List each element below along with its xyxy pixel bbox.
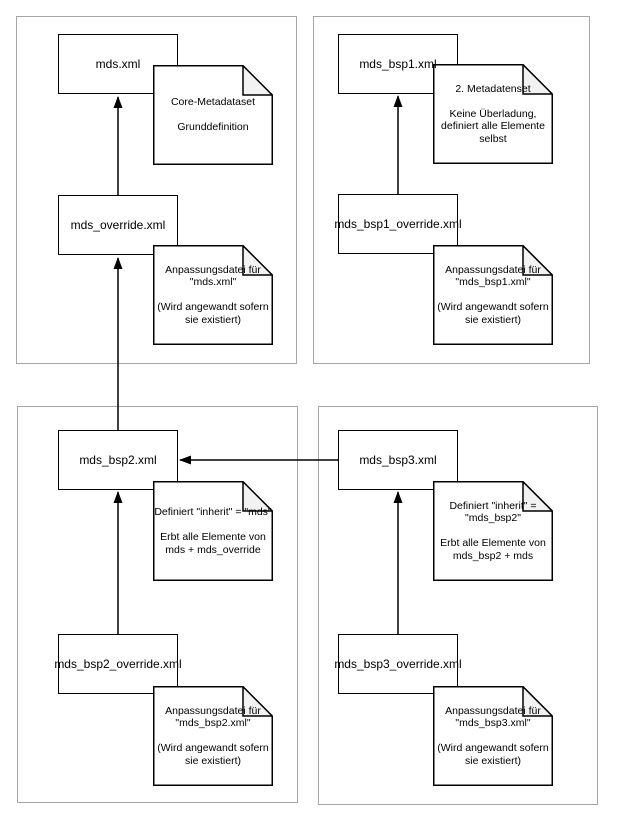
note-shape [433,64,553,164]
file-box-mds-bsp2-override-xml: mds_bsp2_override.xml [54,634,182,694]
note-shape [433,245,553,345]
note-fold-corner [242,245,273,276]
panel-top-left [16,16,297,364]
file-label-mds-xml: mds.xml [95,57,141,71]
file-box-mds-xml: mds.xml [58,34,178,94]
note-shape [153,481,273,581]
note-text-core-metadataset: Core-Metadataset Grunddefinition [170,96,256,134]
file-label-mds-bsp2-override-xml: mds_bsp2_override.xml [54,657,182,671]
note-inherit-bsp2: Definiert "inherit" = "mds_bsp2" Erbt al… [433,481,553,581]
file-label-mds-bsp3-override-xml: mds_bsp3_override.xml [334,657,462,671]
note-text-inherit-mds: Definiert "inherit" = "mds" Erbt alle El… [154,506,272,556]
file-label-mds-bsp1-override-xml: mds_bsp1_override.xml [334,217,462,231]
note-fold-corner [242,481,273,512]
note-shape [153,65,273,165]
note-inherit-mds: Definiert "inherit" = "mds" Erbt alle El… [153,481,273,581]
note-text-mds-override: Anpassungsdatei für "mds.xml" (Wird ange… [157,263,269,326]
file-box-mds-bsp2-xml: mds_bsp2.xml [58,430,178,490]
file-box-mds-override-xml: mds_override.xml [58,195,178,255]
note-shape [153,245,273,345]
note-fold-corner [522,245,553,276]
note-text-bsp3-override: Anpassungsdatei für "mds_bsp3.xml" (Wird… [437,704,549,767]
note-metadatenset-2: 2. Metadatenset Keine Überladung, defini… [433,64,553,164]
note-text-metadatenset-2: 2. Metadatenset Keine Überladung, defini… [441,82,545,145]
note-core-metadataset: Core-Metadataset Grunddefinition [153,65,273,165]
panel-bottom-right [318,406,598,805]
panel-top-right [313,16,590,364]
note-mds-override: Anpassungsdatei für "mds.xml" (Wird ange… [153,245,273,345]
note-fold-corner [522,64,553,95]
note-text-bsp1-override: Anpassungsdatei für "mds_bsp1.xml" (Wird… [437,263,549,326]
file-box-mds-bsp1-override-xml: mds_bsp1_override.xml [334,194,462,254]
note-fold-corner [522,481,553,512]
file-box-mds-bsp3-xml: mds_bsp3.xml [338,430,458,490]
note-bsp1-override: Anpassungsdatei für "mds_bsp1.xml" (Wird… [433,245,553,345]
note-fold-corner [242,686,273,717]
note-bsp3-override: Anpassungsdatei für "mds_bsp3.xml" (Wird… [433,686,553,786]
note-shape [153,686,273,786]
note-fold-corner [242,65,273,96]
file-label-mds-bsp2-xml: mds_bsp2.xml [79,453,157,467]
note-fold-corner [522,686,553,717]
file-label-mds-bsp1-xml: mds_bsp1.xml [359,57,437,71]
note-text-inherit-bsp2: Definiert "inherit" = "mds_bsp2" Erbt al… [440,499,546,562]
file-label-mds-override-xml: mds_override.xml [70,218,166,232]
note-text-bsp2-override: Anpassungsdatei für "mds_bsp2.xml" (Wird… [157,704,269,767]
file-box-mds-bsp3-override-xml: mds_bsp3_override.xml [334,634,462,694]
panel-bottom-left [17,406,298,803]
note-shape [433,686,553,786]
file-label-mds-bsp3-xml: mds_bsp3.xml [359,453,437,467]
note-bsp2-override: Anpassungsdatei für "mds_bsp2.xml" (Wird… [153,686,273,786]
note-shape [433,481,553,581]
